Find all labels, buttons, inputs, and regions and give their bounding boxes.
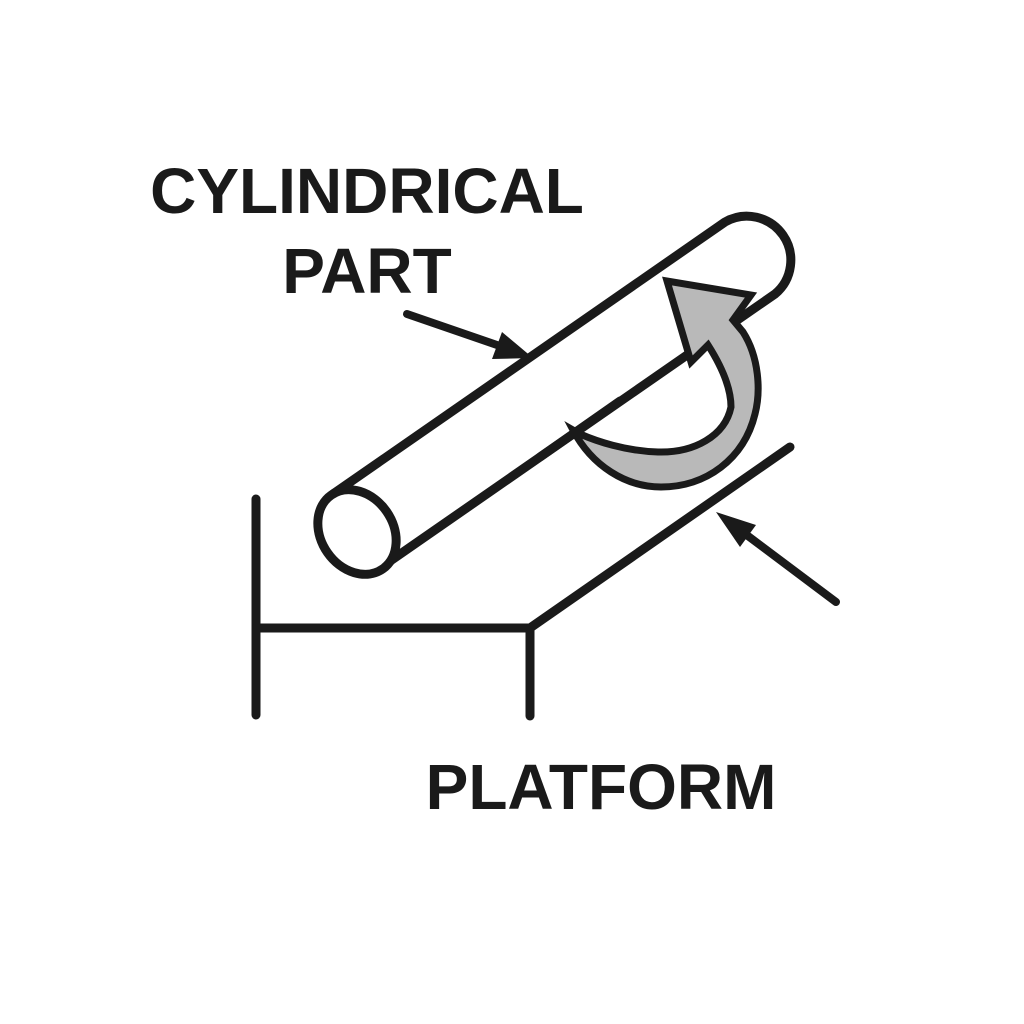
cylindrical-part-leader-arrow bbox=[403, 310, 533, 359]
platform bbox=[251, 442, 795, 721]
rotation-arrow bbox=[564, 276, 762, 491]
cylinder-lower-edge-overlap bbox=[535, 396, 625, 462]
cylinder-end-face bbox=[313, 485, 401, 579]
platform-label: PLATFORM bbox=[381, 752, 821, 822]
cylindrical-part-arrowhead-icon bbox=[492, 332, 533, 359]
cylindrical-part-label-line1: CYLINDRICAL bbox=[150, 155, 584, 227]
platform-arrowhead-icon bbox=[716, 512, 756, 547]
cylindrical-part-arrow-shaft bbox=[403, 310, 501, 349]
cylindrical-part-label-line2: PART bbox=[282, 235, 452, 307]
platform-leader-arrow bbox=[716, 512, 840, 606]
platform-inclined-surface-line bbox=[525, 442, 795, 633]
platform-label-text: PLATFORM bbox=[425, 751, 777, 823]
cylindrical-part-label: CYLINDRICAL PART bbox=[147, 151, 587, 311]
platform-arrow-shaft bbox=[744, 532, 840, 606]
